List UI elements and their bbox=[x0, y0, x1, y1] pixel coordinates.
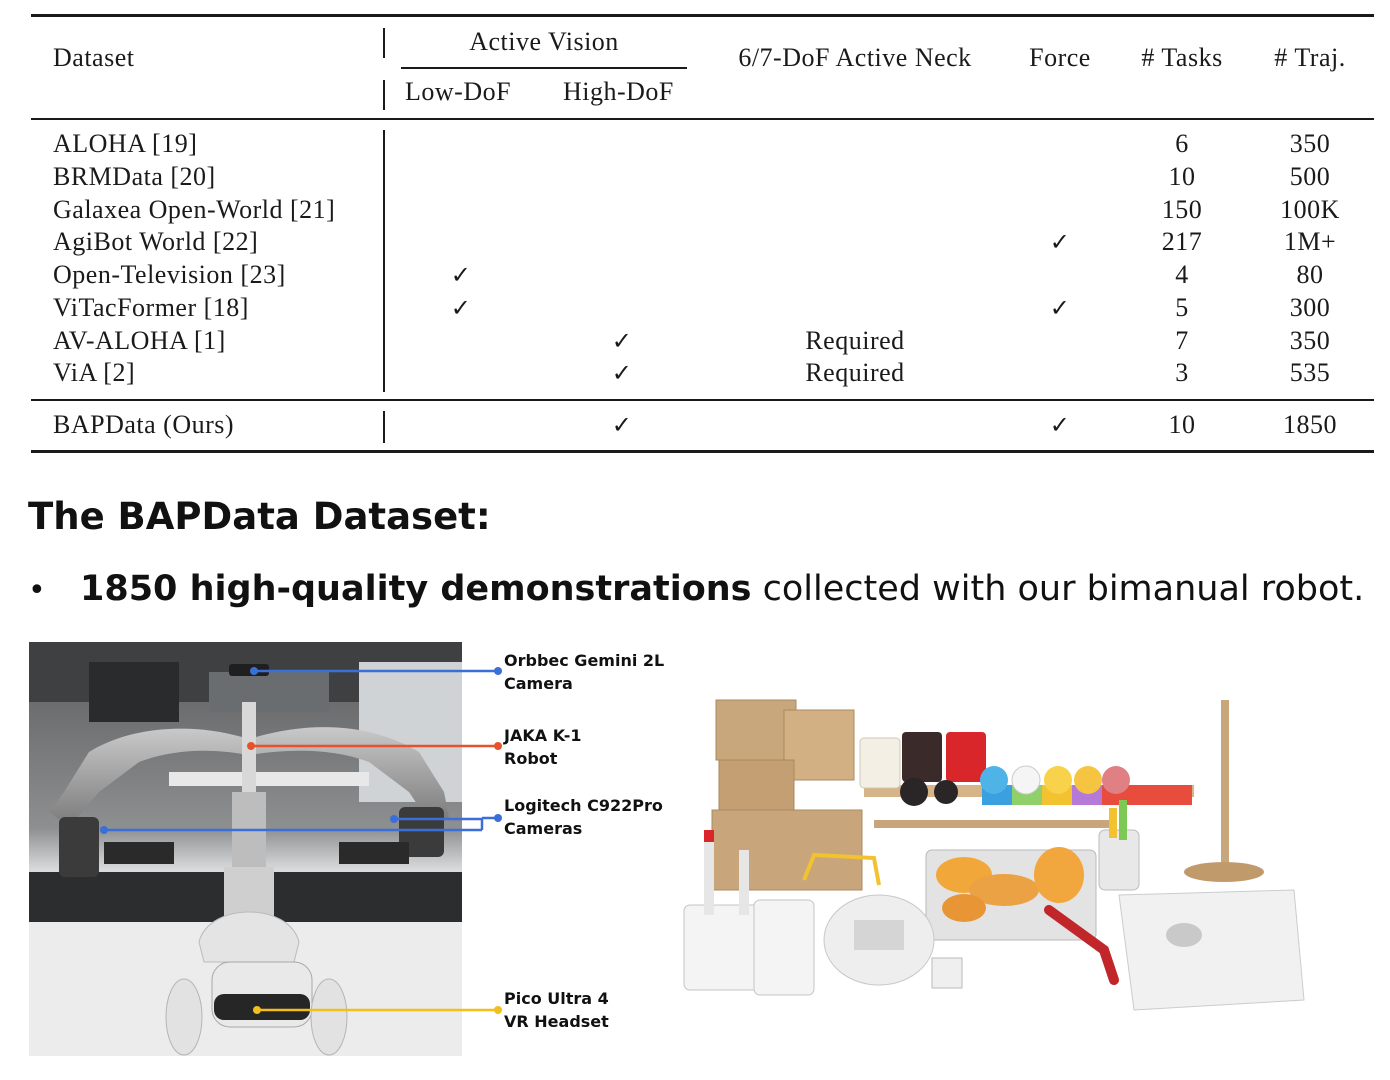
header-tasks: # Tasks bbox=[1141, 43, 1223, 72]
cell-traj: 1M+ bbox=[1283, 227, 1337, 256]
cell-traj: 300 bbox=[1289, 293, 1331, 322]
cell-neck: Required bbox=[805, 326, 905, 355]
callout-line: Robot bbox=[504, 749, 558, 768]
robot-setup-photo bbox=[29, 642, 462, 1056]
robot-photo-illustration bbox=[29, 642, 462, 1056]
cell-traj: 350 bbox=[1289, 326, 1331, 355]
table-vline bbox=[383, 28, 385, 58]
cell-tasks: 217 bbox=[1161, 227, 1203, 256]
checkmark-icon: ✓ bbox=[611, 359, 633, 387]
cell-tasks: 5 bbox=[1175, 293, 1189, 322]
checkmark-icon: ✓ bbox=[1049, 228, 1071, 256]
table-vline bbox=[383, 130, 385, 392]
header-low-dof: Low-DoF bbox=[405, 77, 512, 106]
callout-line: Logitech C922Pro bbox=[504, 796, 663, 815]
table-header-rule bbox=[31, 118, 1374, 120]
cell-tasks: 3 bbox=[1175, 358, 1189, 387]
callout-line: Orbbec Gemini 2L bbox=[504, 651, 665, 670]
cell-dataset: ViA [2] bbox=[53, 358, 136, 387]
callout-logitech-cameras: Logitech C922Pro Cameras bbox=[504, 794, 663, 840]
cell-traj: 535 bbox=[1289, 358, 1331, 387]
checkmark-icon: ✓ bbox=[611, 327, 633, 355]
bullet-dot-icon: • bbox=[28, 573, 46, 608]
cell-tasks: 4 bbox=[1175, 260, 1189, 289]
callout-line: VR Headset bbox=[504, 1012, 609, 1031]
checkmark-icon: ✓ bbox=[611, 411, 633, 439]
table-vline bbox=[383, 411, 385, 443]
callout-line: Cameras bbox=[504, 819, 583, 838]
cell-dataset: Open-Television [23] bbox=[53, 260, 286, 289]
checkmark-icon: ✓ bbox=[1049, 411, 1071, 439]
checkmark-icon: ✓ bbox=[450, 261, 472, 289]
checkmark-icon: ✓ bbox=[450, 294, 472, 322]
header-force: Force bbox=[1029, 43, 1091, 72]
table-body-rule bbox=[31, 399, 1374, 401]
checkmark-icon: ✓ bbox=[1049, 294, 1071, 322]
callout-line: Camera bbox=[504, 674, 573, 693]
cell-tasks: 10 bbox=[1168, 162, 1196, 191]
section-title: The BAPData Dataset: bbox=[28, 495, 491, 538]
task-objects-photo bbox=[664, 680, 1314, 1020]
callout-vr-headset: Pico Ultra 4 VR Headset bbox=[504, 987, 609, 1033]
cell-dataset: ViTacFormer [18] bbox=[53, 293, 249, 322]
cell-tasks: 6 bbox=[1175, 129, 1189, 158]
header-high-dof: High-DoF bbox=[563, 77, 674, 106]
header-active-neck: 6/7-DoF Active Neck bbox=[738, 43, 972, 72]
callout-orbbec-camera: Orbbec Gemini 2L Camera bbox=[504, 649, 664, 695]
cell-neck: Required bbox=[805, 358, 905, 387]
cell-traj: 1850 bbox=[1283, 410, 1337, 439]
active-vision-cmidrule bbox=[401, 67, 687, 69]
objects-illustration bbox=[683, 699, 1305, 1011]
cell-dataset: BAPData (Ours) bbox=[53, 410, 235, 439]
bullet-rest-text: collected with our bimanual robot. bbox=[751, 569, 1365, 609]
cell-traj: 350 bbox=[1289, 129, 1331, 158]
bullet-item: • 1850 high-quality demonstrations collec… bbox=[28, 567, 1364, 613]
comparison-table: Dataset Active Vision Low-DoF High-DoF 6… bbox=[31, 14, 1374, 454]
table-vline bbox=[383, 80, 385, 110]
callout-line: Pico Ultra 4 bbox=[504, 989, 609, 1008]
callout-jaka-robot: JAKA K-1 Robot bbox=[504, 724, 581, 770]
cell-dataset: ALOHA [19] bbox=[53, 129, 198, 158]
table-top-rule bbox=[31, 14, 1374, 17]
callout-connectors bbox=[462, 667, 502, 1014]
cell-traj: 100K bbox=[1280, 195, 1340, 224]
header-active-vision: Active Vision bbox=[469, 27, 619, 56]
header-traj: # Traj. bbox=[1274, 43, 1346, 72]
cell-dataset: BRMData [20] bbox=[53, 162, 216, 191]
cell-dataset: Galaxea Open-World [21] bbox=[53, 195, 336, 224]
header-dataset: Dataset bbox=[53, 43, 135, 72]
callout-line: JAKA K-1 bbox=[504, 726, 582, 745]
cell-tasks: 7 bbox=[1175, 326, 1189, 355]
bullet-bold-text: 1850 high-quality demonstrations bbox=[80, 569, 752, 609]
cell-tasks: 10 bbox=[1168, 410, 1196, 439]
table-bottom-rule bbox=[31, 450, 1374, 453]
cell-tasks: 150 bbox=[1161, 195, 1203, 224]
cell-traj: 80 bbox=[1296, 260, 1324, 289]
cell-traj: 500 bbox=[1289, 162, 1331, 191]
cell-dataset: AV-ALOHA [1] bbox=[53, 326, 226, 355]
cell-dataset: AgiBot World [22] bbox=[53, 227, 259, 256]
